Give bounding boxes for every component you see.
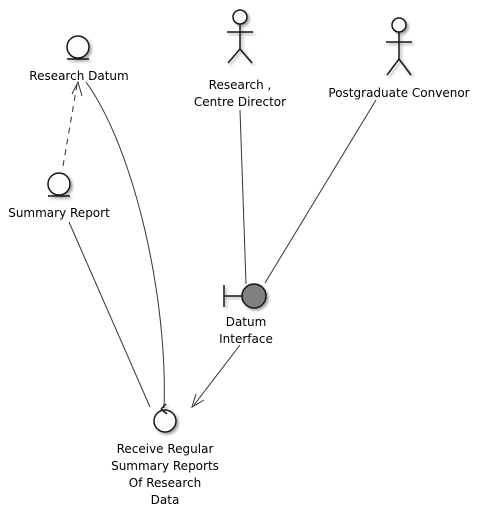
actor-postgraduate-convenor-label: Postgraduate Convenor [328, 86, 469, 100]
edge-interface-to-receive [193, 344, 241, 406]
control-label-line3: Of Research [129, 476, 202, 490]
actor-stick-figure-icon [227, 9, 253, 64]
edge-director-to-interface [239, 109, 247, 285]
arrowhead-research-datum [71, 80, 83, 97]
entity-summary-report: Summary Report [8, 172, 110, 220]
entity-research-datum-label: Research Datum [29, 69, 128, 83]
edge-summary-report-to-receive [68, 221, 151, 408]
actor-stick-figure-icon [386, 17, 412, 76]
boundary-icon [223, 283, 267, 309]
control-label-line2: Summary Reports [111, 459, 219, 473]
entity-icon [47, 172, 71, 197]
control-label-line1: Receive Regular [117, 442, 214, 456]
boundary-datum-interface: Datum Interface [219, 283, 273, 346]
control-icon [153, 403, 177, 433]
edge-summary-report-to-research-datum [62, 84, 78, 167]
entity-summary-report-label: Summary Report [8, 206, 110, 220]
control-label-line4: Data [151, 493, 180, 507]
actor-research-centre-director-label-line2: Centre Director [194, 95, 286, 109]
actor-postgraduate-convenor: Postgraduate Convenor [328, 17, 470, 100]
arrowhead-receive [191, 393, 205, 409]
boundary-datum-interface-label-line2: Interface [219, 332, 273, 346]
control-receive-regular-summary-reports: Receive Regular Summary Reports Of Resea… [111, 403, 219, 507]
entity-research-datum: Research Datum [29, 35, 129, 83]
actor-research-centre-director: Research , Centre Director [194, 9, 286, 109]
edge-research-datum-to-receive [85, 81, 165, 409]
entity-icon [66, 35, 90, 60]
boundary-datum-interface-label-line1: Datum [226, 315, 267, 329]
edges [62, 80, 377, 409]
edge-convenor-to-interface [264, 99, 377, 284]
actor-research-centre-director-label-line1: Research , [209, 78, 272, 92]
